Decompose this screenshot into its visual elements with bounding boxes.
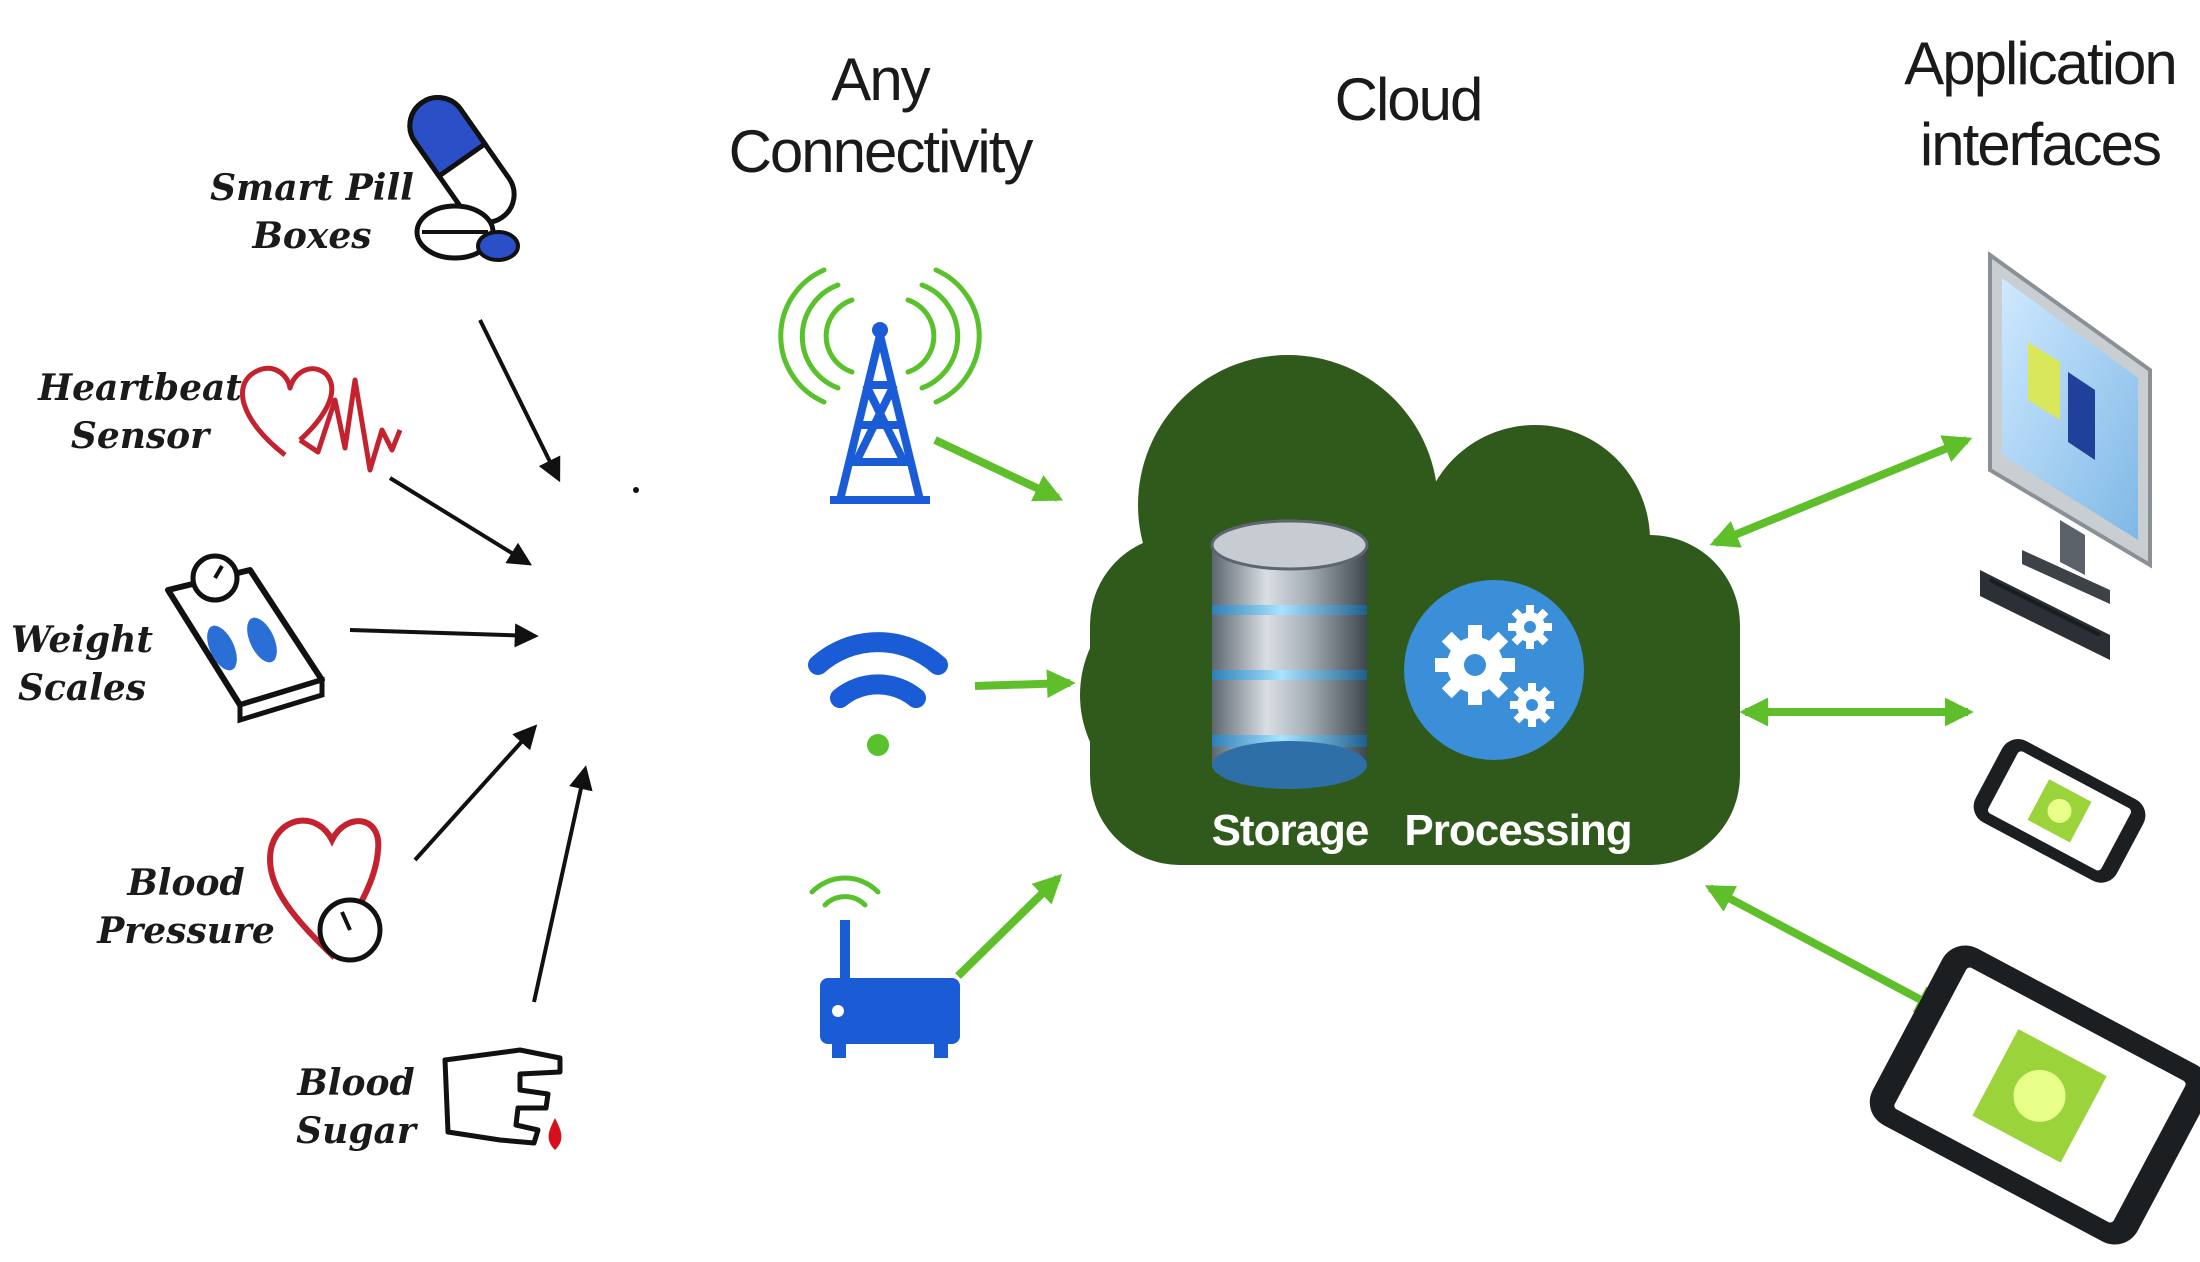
header-cloud: Cloud <box>1335 66 1482 133</box>
blood-pressure-icon <box>267 817 383 963</box>
arrow-router-to-cloud <box>955 873 1063 979</box>
header-applications-line1: Application <box>1904 30 2176 97</box>
header-applications: Application interfaces <box>1904 30 2178 178</box>
tablet-icon <box>1869 945 2200 1245</box>
heartbeat-icon <box>240 365 403 473</box>
blood-sugar-label-line1: Blood <box>296 1062 414 1104</box>
header-connectivity-line1: Any <box>831 46 930 113</box>
arrow-cloud-tablet <box>1704 884 1946 1014</box>
wifi-icon <box>808 632 948 756</box>
hub-dot <box>633 487 639 493</box>
finger-prick-icon <box>442 1047 563 1150</box>
scale-icon <box>165 553 325 724</box>
arrow-cloud-desktop <box>1709 435 1973 548</box>
storage-database-icon <box>1210 519 1369 789</box>
arrow-weight <box>349 623 539 648</box>
cell-tower-icon <box>778 267 982 504</box>
cloud-to-app-arrows <box>1704 435 1974 1014</box>
device-heartbeat-sensor: Heartbeat Sensor <box>37 365 403 473</box>
smartphone-icon <box>1973 739 2146 883</box>
header-connectivity: Any Connectivity <box>729 46 1036 185</box>
blood-pressure-label-line2: Pressure <box>96 910 275 952</box>
header-connectivity-line2: Connectivity <box>729 118 1034 185</box>
arrow-pill-boxes <box>478 319 561 483</box>
desktop-monitor-icon <box>1980 251 2152 660</box>
device-smart-pill-boxes: Smart Pill Boxes <box>210 95 520 262</box>
smart-pill-boxes-label-line1: Smart Pill <box>210 167 414 209</box>
connectivity-to-cloud-arrows <box>933 436 1076 979</box>
device-blood-pressure: Blood Pressure <box>96 817 383 963</box>
arrow-wifi-to-cloud <box>974 669 1076 699</box>
cloud-shape <box>1080 355 1740 865</box>
device-weight-scales: Weight Scales <box>11 553 325 724</box>
weight-scales-label-line1: Weight <box>11 619 153 661</box>
arrow-blood-sugar <box>532 765 593 1003</box>
blood-pressure-label-line1: Blood <box>126 862 244 904</box>
header-applications-line2: interfaces <box>1920 111 2160 178</box>
processing-gears-icon <box>1404 580 1584 760</box>
arrow-heartbeat <box>388 476 533 566</box>
router-icon <box>809 875 960 1058</box>
device-to-hub-arrows <box>349 319 593 1003</box>
heartbeat-sensor-label-line2: Sensor <box>71 415 212 457</box>
storage-label: Storage <box>1212 806 1369 855</box>
arrow-tower-to-cloud <box>933 436 1064 502</box>
weight-scales-label-line2: Scales <box>18 667 146 709</box>
smart-pill-boxes-label-line2: Boxes <box>251 215 371 257</box>
heartbeat-sensor-label-line1: Heartbeat <box>37 367 242 409</box>
arrow-blood-pressure <box>413 724 538 862</box>
blood-sugar-label-line2: Sugar <box>296 1110 419 1152</box>
processing-label: Processing <box>1404 806 1631 855</box>
pill-capsule-icon <box>407 95 520 262</box>
device-blood-sugar: Blood Sugar <box>296 1047 563 1152</box>
